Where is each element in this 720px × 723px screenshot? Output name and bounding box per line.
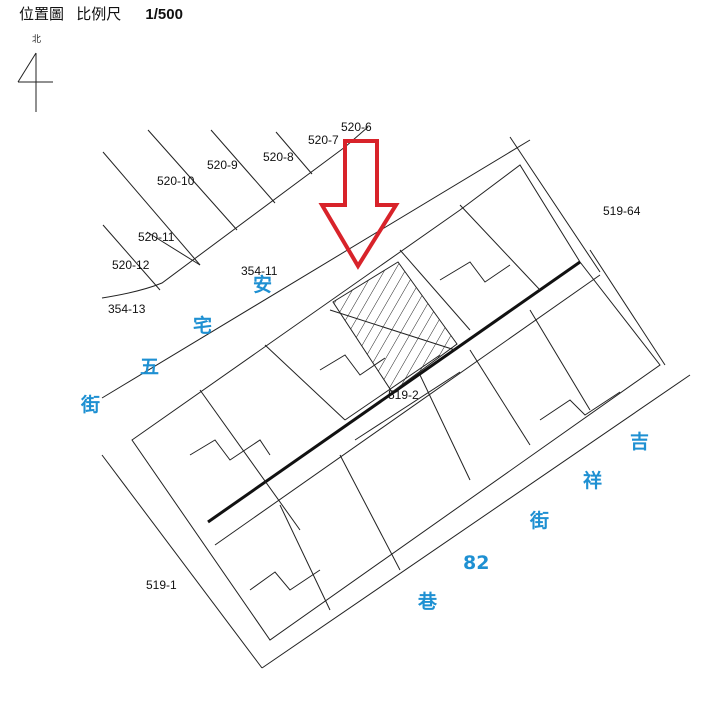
- parcel-label: 520-7: [308, 133, 339, 147]
- street-char: 街: [80, 393, 100, 416]
- street-labels-upper: 安 宅 五 街: [80, 273, 272, 416]
- street-char: 街: [529, 509, 549, 532]
- scale-value: 1/500: [145, 6, 183, 23]
- location-marker-arrow-icon: [318, 139, 400, 270]
- street-char: 吉: [630, 430, 649, 453]
- parcel-label: 520-10: [157, 174, 195, 188]
- north-label: 北: [32, 34, 41, 45]
- parcel-label: 354-13: [108, 302, 146, 316]
- building-block: [131, 164, 661, 641]
- parcel-label: 520-11: [138, 230, 175, 244]
- parcel-label: 520-12: [112, 258, 150, 272]
- parcel-label: 520-9: [207, 158, 238, 172]
- map-header: 位置圖 比例尺 1/500: [19, 3, 191, 24]
- parcel-label: 520-6: [341, 120, 372, 134]
- parcel-labels: 520-6 520-7 520-8 520-9 520-10 520-11 52…: [108, 120, 641, 592]
- street-char: 祥: [583, 469, 602, 492]
- street-char: 巷: [417, 591, 438, 613]
- street-char: 五: [140, 356, 159, 378]
- map-title: 位置圖: [19, 6, 65, 23]
- street-labels-lower: 吉 祥 街 82 巷: [417, 430, 649, 613]
- parcel-label: 519-2: [388, 388, 419, 402]
- street-char: 宅: [193, 314, 212, 337]
- scale-label: 比例尺: [76, 6, 122, 23]
- parcel-label: 519-1: [146, 578, 177, 592]
- parcel-label: 520-8: [263, 150, 294, 164]
- upper-parcel-lines: [101, 126, 369, 299]
- parcel-label: 354-11: [241, 264, 278, 278]
- north-arrow-icon: 北: [17, 34, 53, 112]
- target-parcel-hatch: [332, 261, 458, 393]
- street-char: 82: [463, 552, 489, 574]
- parcel-label: 519-64: [603, 204, 641, 218]
- road-lines: [101, 136, 691, 669]
- street-char: 安: [253, 273, 272, 296]
